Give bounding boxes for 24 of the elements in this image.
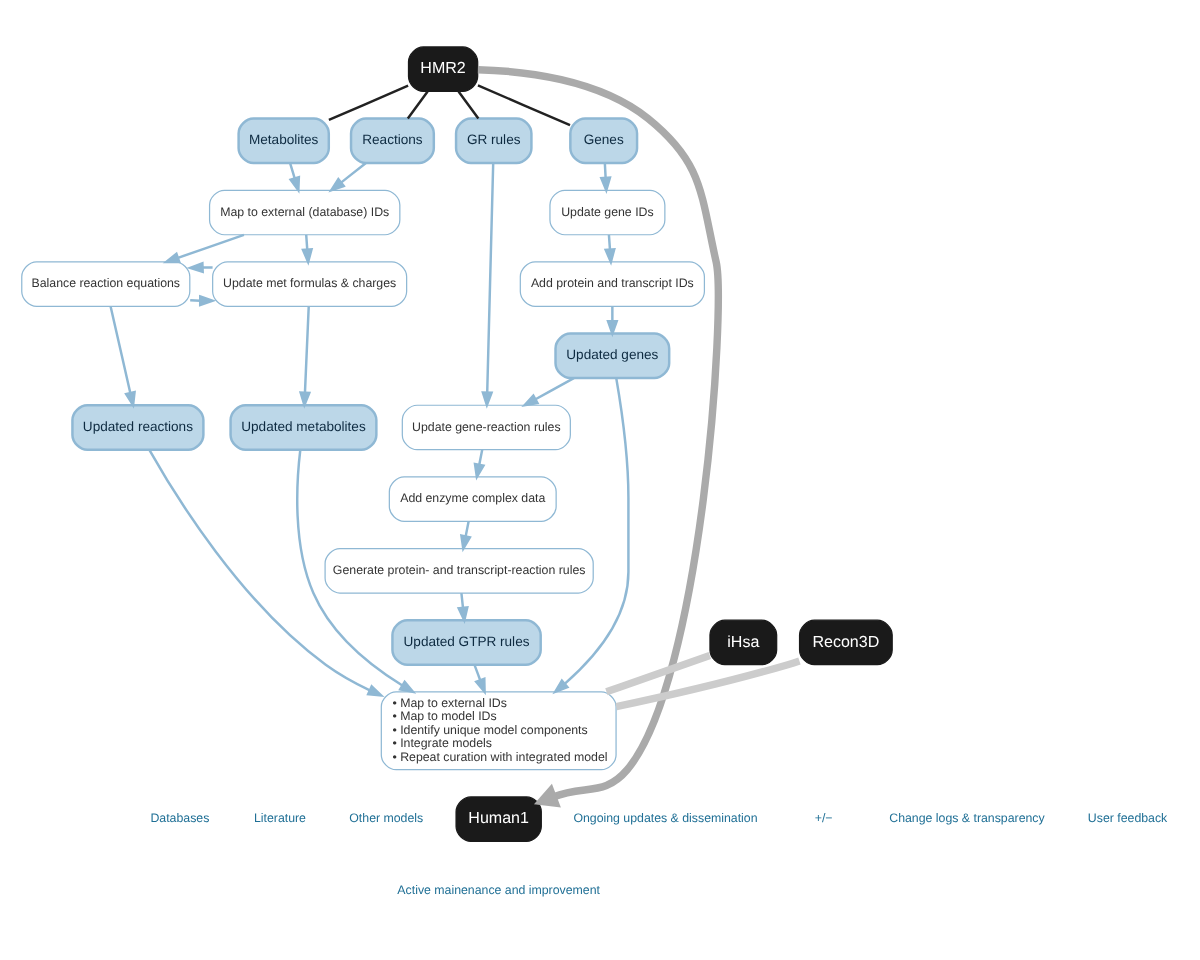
arrow (109, 306, 136, 409)
arrow (296, 449, 417, 694)
arrow (606, 306, 619, 338)
connector (328, 84, 409, 122)
arrow (599, 163, 612, 194)
arrow (477, 66, 722, 808)
arrow (288, 162, 301, 194)
arrow (473, 664, 486, 696)
connector (615, 657, 801, 711)
arrow (148, 449, 385, 697)
arrow (552, 378, 630, 695)
connector (605, 651, 712, 696)
arrow (456, 593, 469, 624)
arrow (190, 294, 217, 307)
connector (406, 90, 429, 120)
arrow (521, 377, 575, 408)
arrow (298, 306, 312, 409)
arrow (473, 449, 486, 481)
arrow (481, 163, 495, 409)
connector (477, 84, 571, 127)
arrow (328, 162, 367, 193)
arrow (603, 234, 616, 266)
connector (457, 90, 480, 120)
arrow (186, 261, 213, 274)
